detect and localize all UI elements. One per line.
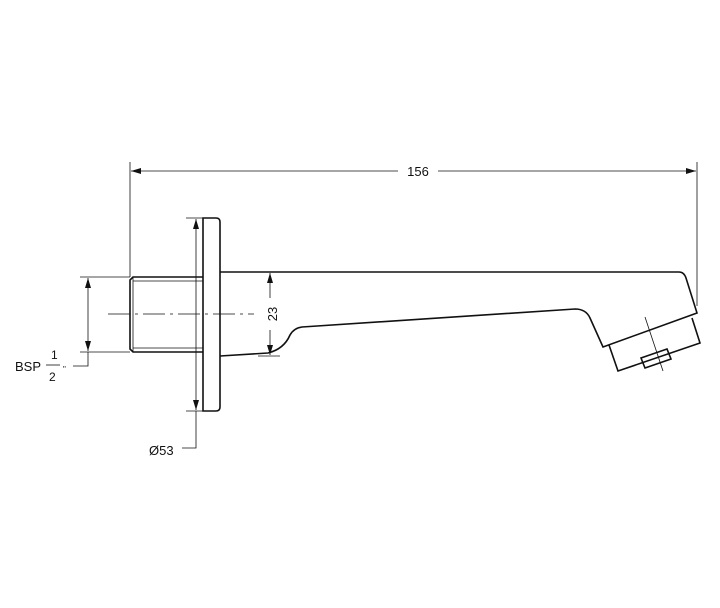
overall-length-dimension: 156 xyxy=(129,162,698,306)
threaded-inlet xyxy=(129,276,203,353)
spout-height-dimension: 23 xyxy=(258,273,280,357)
thread-fraction-denominator: 2 xyxy=(49,370,56,384)
spout-height-label: 23 xyxy=(265,307,280,321)
wall-flange xyxy=(202,217,221,412)
thread-fraction-numerator: 1 xyxy=(51,348,58,362)
flange-diameter-label: Ø53 xyxy=(149,443,174,458)
thread-size-dimension: BSP 1 2 " xyxy=(15,276,130,384)
overall-length-label: 156 xyxy=(407,164,429,179)
outlet-nozzle xyxy=(608,316,702,373)
spout-body xyxy=(219,271,698,357)
thread-unit: " xyxy=(63,365,66,374)
thread-label: BSP xyxy=(15,359,41,374)
flange-diameter-dimension: Ø53 xyxy=(149,217,203,458)
